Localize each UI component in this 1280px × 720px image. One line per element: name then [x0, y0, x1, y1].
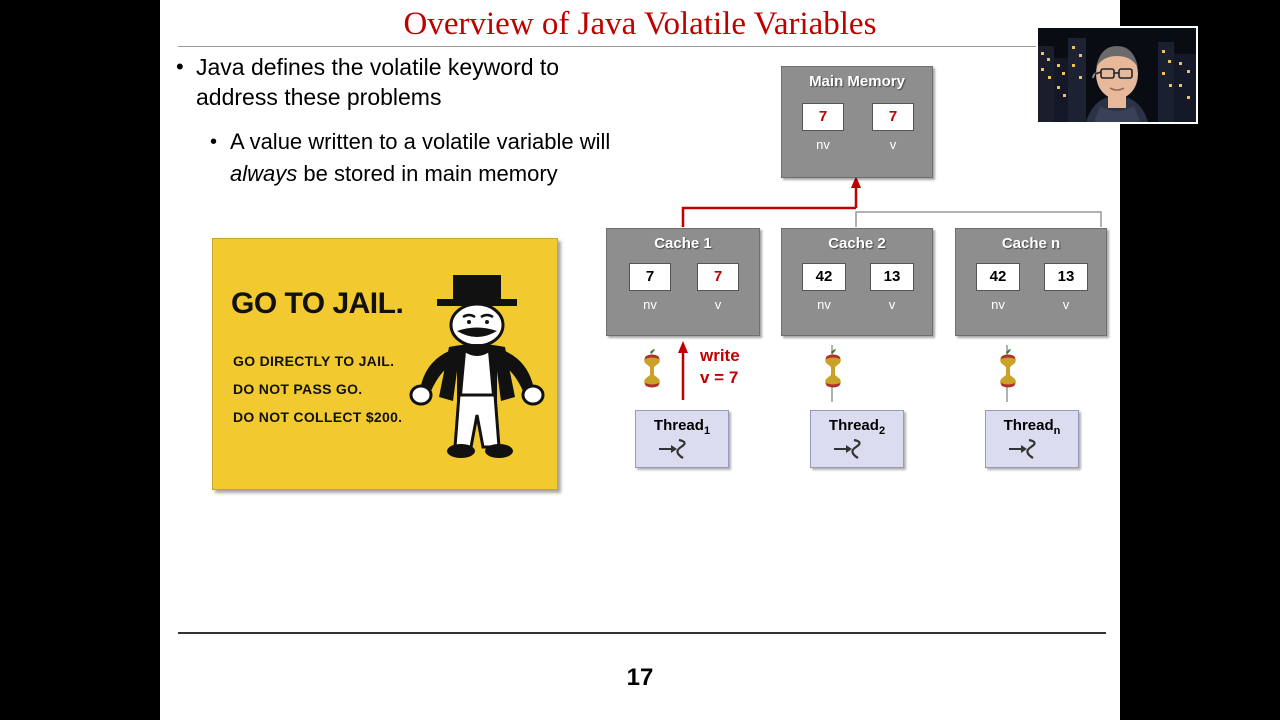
apple-core-icon — [644, 349, 660, 388]
main-memory-title: Main Memory — [809, 73, 905, 90]
cache-n-title: Cache n — [1001, 235, 1061, 252]
cache-n-label-v: v — [1062, 297, 1070, 312]
bullet-text: Java defines the volatile keyword to add… — [196, 54, 560, 110]
apple-core-icon — [1000, 349, 1016, 388]
thread-1-squiggle-glyph — [659, 438, 686, 459]
cache-1-label-v: v — [714, 297, 722, 312]
main-memory-cell-v: 7 — [872, 103, 914, 131]
cache-1-label-nv: nv — [643, 297, 657, 312]
cache-1-title: Cache 1 — [654, 235, 712, 252]
thread-2-box: Thread2 — [810, 410, 904, 468]
apple-core-icon — [825, 349, 841, 388]
cache-n-label-nv: nv — [991, 297, 1005, 312]
bullet-level-1: • Java defines the volatile keyword to a… — [170, 52, 626, 112]
thread-n-box: Threadn — [985, 410, 1079, 468]
thread-1-label: Thread1 — [653, 417, 711, 437]
cache-2-cell-nv: 42 — [802, 263, 846, 291]
thread-1-box: Thread1 — [635, 410, 729, 468]
cache-n-cell-v: 13 — [1044, 263, 1088, 291]
page-title: Overview of Java Volatile Variables — [403, 6, 877, 42]
cache-1-box: Cache 1 7 7 nv v — [606, 228, 760, 336]
jail-line-3: DO NOT COLLECT $200. — [233, 409, 403, 425]
jail-title: GO TO JAIL. — [231, 287, 404, 320]
bullet-level-2: • A value written to a volatile variable… — [206, 126, 630, 190]
cache-n-cell-nv: 42 — [976, 263, 1020, 291]
webcam-video — [1038, 28, 1196, 122]
bullet-marker: • — [176, 54, 184, 79]
page-number: 17 — [626, 664, 654, 691]
write-annotation-line-1: write — [700, 346, 740, 365]
slide-canvas: Overview of Java Volatile Variables • Ja… — [160, 0, 1120, 720]
write-annotation-line-2: v = 7 — [700, 368, 739, 387]
bullet-text-before: A value written to a volatile variable w… — [230, 129, 611, 154]
cache-n-box: Cache n 42 13 nv v — [955, 228, 1107, 336]
bullet-text-after: be stored in main memory — [297, 161, 558, 186]
jail-line-2: DO NOT PASS GO. — [233, 381, 363, 397]
bullet-marker: • — [210, 131, 218, 153]
footer-divider — [178, 632, 1106, 634]
go-to-jail-image: GO TO JAIL. GO DIRECTLY TO JAIL. DO NOT … — [212, 238, 558, 490]
jail-line-1: GO DIRECTLY TO JAIL. — [233, 353, 395, 369]
cache-2-box: Cache 2 42 13 nv v — [781, 228, 933, 336]
main-memory-label-v: v — [889, 137, 897, 152]
bullet-text-emphasis: always — [230, 161, 298, 186]
monopoly-man-illustration — [409, 275, 545, 458]
cache-2-label-v: v — [888, 297, 896, 312]
cache-2-cell-v: 13 — [870, 263, 914, 291]
thread-2-label: Thread2 — [828, 417, 886, 437]
write-annotation: write v = 7 — [700, 345, 740, 389]
cache-2-label-nv: nv — [817, 297, 831, 312]
main-memory-box: Main Memory 7 7 nv v — [781, 66, 933, 178]
main-memory-label-nv: nv — [816, 137, 830, 152]
thread-n-label: Threadn — [1003, 417, 1061, 437]
presenter-webcam — [1036, 26, 1198, 124]
cache-1-cell-nv: 7 — [629, 263, 671, 291]
cache-1-cell-v: 7 — [697, 263, 739, 291]
thread-n-squiggle-glyph — [1009, 438, 1036, 459]
cache-2-title: Cache 2 — [828, 235, 886, 252]
main-memory-cell-nv: 7 — [802, 103, 844, 131]
thread-2-squiggle-glyph — [834, 438, 861, 459]
title-divider — [178, 46, 1106, 47]
